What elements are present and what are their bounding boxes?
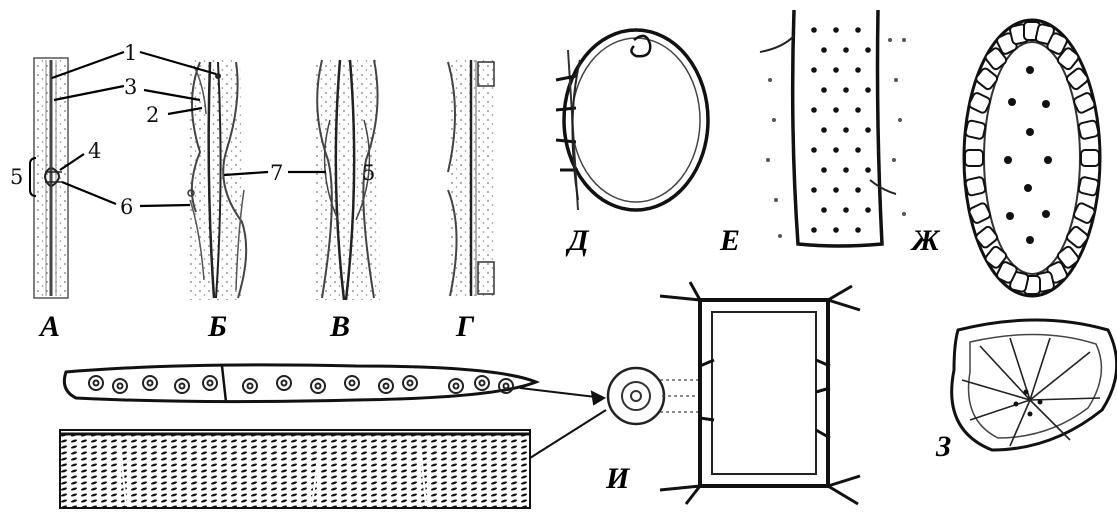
panel-d-cell [556, 30, 708, 210]
pit-dot [843, 207, 849, 213]
pit-dot [865, 127, 871, 133]
panel-label-b: Б [207, 310, 227, 343]
pit-dot [821, 87, 827, 93]
panel-z-cell [952, 320, 1117, 450]
outer-dot [892, 158, 896, 162]
panel-label-z: З [935, 430, 951, 463]
pit-dot [811, 107, 817, 113]
pit-dot [833, 27, 839, 33]
pit-dot [811, 147, 817, 153]
pit-dot [833, 67, 839, 73]
pit-dot [865, 47, 871, 53]
pit-dot [811, 67, 817, 73]
callout-1: 1 [124, 41, 137, 65]
wall-segment [965, 176, 986, 196]
pit-dot [833, 227, 839, 233]
fibrous-tissue [60, 430, 530, 508]
panel-label-e: Е [719, 224, 740, 257]
lumen-dots [1004, 66, 1052, 244]
pit-dot [821, 47, 827, 53]
pit-dot [855, 67, 861, 73]
wall-segment [1078, 176, 1099, 196]
wall-segment [965, 120, 986, 140]
pit-dot [855, 27, 861, 33]
pit-dot [833, 107, 839, 113]
panel-label-v: В [329, 310, 350, 343]
panel-zh-cell [964, 20, 1100, 296]
outer-dot [778, 234, 782, 238]
pit-dot [843, 127, 849, 133]
panel-label-zh: Ж [910, 224, 941, 257]
callout-6: 6 [120, 195, 133, 219]
outer-dot [902, 38, 906, 42]
wall-segment [1081, 150, 1099, 166]
outer-dot [888, 38, 892, 42]
pit-dot [855, 227, 861, 233]
pit-dot [865, 207, 871, 213]
pit-dot [821, 167, 827, 173]
callout-4: 4 [88, 139, 101, 163]
panel-label-i: И [605, 462, 631, 495]
outer-dot [902, 212, 906, 216]
panel-label-a: А [38, 310, 60, 343]
outer-dot [894, 78, 898, 82]
pit-dot [811, 227, 817, 233]
outer-dot [774, 198, 778, 202]
pit-dot [843, 47, 849, 53]
pit-dot [833, 187, 839, 193]
outer-dot [772, 118, 776, 122]
wall-segment [965, 150, 983, 166]
pit-dot [865, 167, 871, 173]
panel-g-cells [448, 58, 494, 298]
pit-dot [865, 87, 871, 93]
elongated-cell [64, 365, 536, 402]
callout-5-right: 5 [362, 161, 375, 185]
pit-dot [855, 187, 861, 193]
callout-7: 7 [270, 161, 283, 185]
pit-dot [811, 187, 817, 193]
wall-segment [1078, 120, 1099, 140]
outer-dot [898, 118, 902, 122]
panel-b-cells [188, 60, 246, 300]
callout-3: 3 [124, 75, 137, 99]
pit-dot [833, 147, 839, 153]
pit-dot [821, 207, 827, 213]
outer-dot [768, 78, 772, 82]
callout-2: 2 [146, 103, 159, 127]
pointer-arrows [520, 388, 606, 458]
pit-dot [821, 127, 827, 133]
outer-dot [766, 158, 770, 162]
panel-label-g: Г [455, 310, 475, 343]
pit-dot [855, 107, 861, 113]
wall-segments [965, 22, 1099, 294]
panel-e-cell [760, 8, 906, 246]
panel-i-cell [608, 282, 860, 504]
panel-a-wall-strip [34, 58, 68, 298]
callout-5-left: 5 [10, 165, 23, 189]
pit-dot [855, 147, 861, 153]
pit-dot [843, 167, 849, 173]
pit-dot [811, 27, 817, 33]
panel-label-d: Д [565, 224, 590, 257]
pit-dot [843, 87, 849, 93]
